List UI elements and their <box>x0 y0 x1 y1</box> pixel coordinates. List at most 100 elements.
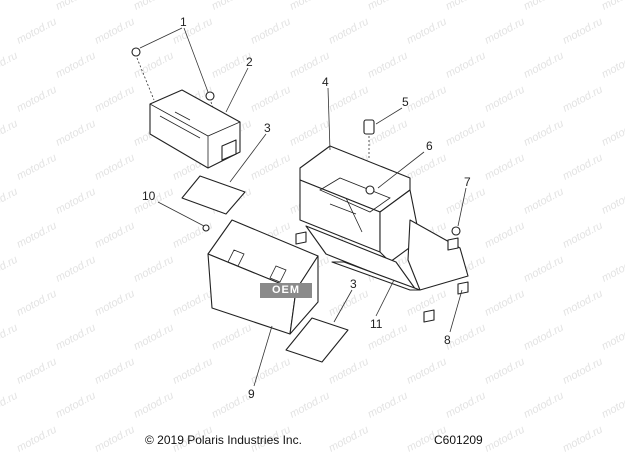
watermark-text: motod.ru <box>600 0 625 13</box>
watermark-text: motod.ru <box>93 152 137 183</box>
watermark-text: motod.ru <box>327 356 371 387</box>
part-battery-cover <box>149 89 241 169</box>
callout-8: 8 <box>444 333 451 347</box>
watermark-text: motod.ru <box>600 322 625 353</box>
watermark-text: motod.ru <box>483 288 527 319</box>
watermark-text: motod.ru <box>522 0 566 13</box>
callout-3-bottom: 3 <box>350 277 357 291</box>
part-bolt <box>363 119 375 160</box>
watermark-text: motod.ru <box>132 390 176 421</box>
watermark-text: motod.ru <box>93 288 137 319</box>
watermark-text: motod.ru <box>600 390 625 421</box>
watermark-text: motod.ru <box>93 424 137 455</box>
watermark-text: motod.ru <box>561 356 605 387</box>
watermark-text: motod.ru <box>249 152 293 183</box>
watermark-text: motod.ru <box>0 390 20 421</box>
watermark-text: motod.ru <box>561 84 605 115</box>
watermark-text: motod.ru <box>366 0 410 13</box>
watermark-text: motod.ru <box>171 220 215 251</box>
watermark-text: motod.ru <box>483 16 527 47</box>
watermark-text: motod.ru <box>93 16 137 47</box>
watermark-text: motod.ru <box>561 288 605 319</box>
watermark-text: motod.ru <box>405 152 449 183</box>
watermark-text: motod.ru <box>366 390 410 421</box>
figure-code: C601209 <box>434 433 483 447</box>
watermark-text: motod.ru <box>600 118 625 149</box>
watermark-text: motod.ru <box>0 0 20 13</box>
watermark-text: motod.ru <box>327 288 371 319</box>
callout-1: 1 <box>180 15 187 29</box>
watermark-text: motod.ru <box>132 0 176 13</box>
watermark-text: motod.ru <box>132 254 176 285</box>
watermark-text: motod.ru <box>249 84 293 115</box>
watermark-text: motod.ru <box>600 186 625 217</box>
watermark-text: motod.ru <box>405 16 449 47</box>
watermark-text: motod.ru <box>483 220 527 251</box>
watermark-text: motod.ru <box>54 390 98 421</box>
callout-4: 4 <box>322 75 329 89</box>
part-screw <box>131 47 221 129</box>
watermark-text: motod.ru <box>171 356 215 387</box>
watermark-text: motod.ru <box>561 220 605 251</box>
watermark-text: motod.ru <box>288 118 332 149</box>
watermark-text: motod.ru <box>15 84 59 115</box>
watermark-text: motod.ru <box>405 356 449 387</box>
watermark-text: motod.ru <box>483 152 527 183</box>
watermark-text: motod.ru <box>210 322 254 353</box>
watermark-text: motod.ru <box>522 322 566 353</box>
watermark-text: motod.ru <box>405 84 449 115</box>
watermark-text: motod.ru <box>132 322 176 353</box>
part-battery-box <box>299 145 421 291</box>
watermark-text: motod.ru <box>444 390 488 421</box>
watermark-text: motod.ru <box>54 254 98 285</box>
watermark-text: motod.ru <box>444 0 488 13</box>
callout-10: 10 <box>142 189 156 203</box>
watermark-text: motod.ru <box>522 118 566 149</box>
leader-lines <box>139 27 467 387</box>
watermark-text: motod.ru <box>15 424 59 455</box>
watermark-text: motod.ru <box>483 84 527 115</box>
watermark-text: motod.ru <box>93 84 137 115</box>
callout-9: 9 <box>248 387 255 401</box>
watermark-text: motod.ru <box>15 220 59 251</box>
watermark-text: motod.ru <box>54 118 98 149</box>
watermark-text: motod.ru <box>561 152 605 183</box>
part-fastener <box>202 224 210 232</box>
watermark-text: motod.ru <box>93 356 137 387</box>
watermark-text: motod.ru <box>327 424 371 455</box>
part-pad-bottom <box>285 317 349 363</box>
part-mount-feet <box>295 219 469 323</box>
watermark-text: motod.ru <box>249 16 293 47</box>
watermark-text: motod.ru <box>600 254 625 285</box>
callout-2: 2 <box>246 55 253 69</box>
watermark-text: motod.ru <box>54 0 98 13</box>
watermark-text: motod.ru <box>288 0 332 13</box>
callout-5: 5 <box>402 95 409 109</box>
callout-3-top: 3 <box>264 121 271 135</box>
watermark-text: motod.ru <box>15 16 59 47</box>
watermark-text: motod.ru <box>522 390 566 421</box>
callout-6: 6 <box>426 139 433 153</box>
watermark-text: motod.ru <box>366 50 410 81</box>
watermark-text: motod.ru <box>483 356 527 387</box>
watermark-text: motod.ru <box>444 118 488 149</box>
watermark-text: motod.ru <box>15 152 59 183</box>
watermark-text: motod.ru <box>600 50 625 81</box>
watermark-text: motod.ru <box>54 322 98 353</box>
watermark-text: motod.ru <box>561 424 605 455</box>
watermark-text: motod.ru <box>210 0 254 13</box>
part-pad-top <box>181 175 246 215</box>
watermark-text: motod.ru <box>288 390 332 421</box>
watermark-text: motod.ru <box>0 50 20 81</box>
watermark-text: motod.ru <box>0 254 20 285</box>
watermark-text: motod.ru <box>0 118 20 149</box>
callout-7: 7 <box>464 175 471 189</box>
watermark-text: motod.ru <box>15 356 59 387</box>
watermark-text: motod.ru <box>54 186 98 217</box>
watermark-text: motod.ru <box>327 84 371 115</box>
watermark-text: motod.ru <box>522 50 566 81</box>
watermark-text: motod.ru <box>483 424 527 455</box>
watermark-text: motod.ru <box>522 254 566 285</box>
watermark-text: motod.ru <box>561 16 605 47</box>
copyright-text: © 2019 Polaris Industries Inc. <box>145 433 302 447</box>
